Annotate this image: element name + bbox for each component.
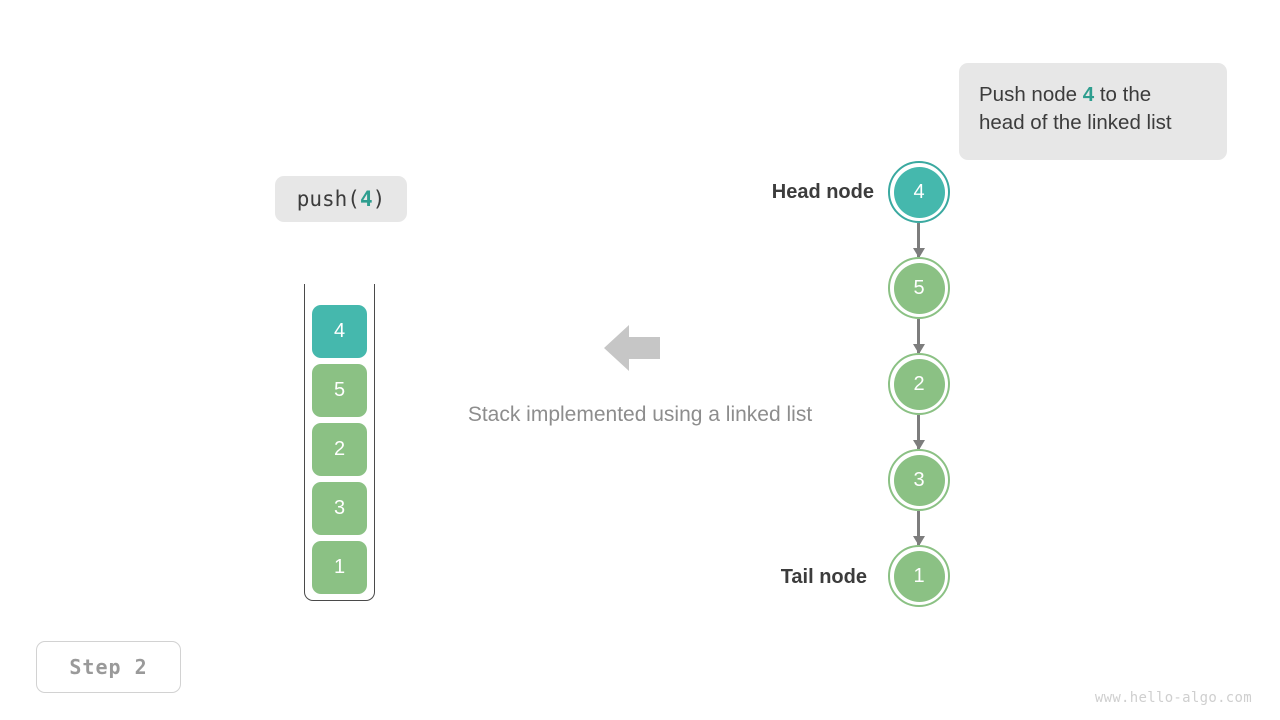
description-line-2: head of the linked list — [979, 111, 1172, 134]
stack-cell-value: 2 — [333, 438, 346, 460]
arrow-head — [913, 440, 925, 450]
arrow-shaft — [917, 511, 921, 545]
arrow-shaft — [917, 223, 921, 257]
arrow-head — [913, 248, 925, 258]
stack-container-outline — [304, 284, 375, 601]
operation-open-paren: ( — [347, 187, 360, 211]
step-badge-label: Step 2 — [69, 655, 148, 679]
linked-list-node: 3 — [888, 449, 950, 511]
stack-cell-list: 4 5 2 3 1 — [312, 305, 367, 594]
arrow-shaft — [917, 415, 921, 449]
tail-node-label: Tail node — [780, 566, 867, 588]
linked-list-arrow-icon — [913, 223, 925, 258]
left-arrow-icon — [604, 325, 660, 371]
stack-cell-value: 5 — [333, 379, 346, 401]
stack-cell: 1 — [312, 541, 367, 594]
description-value: 4 — [1082, 83, 1095, 106]
stack-caption-text: Stack implemented using a linked list — [467, 403, 813, 426]
linked-list-arrow-icon — [913, 415, 925, 450]
operation-argument: 4 — [359, 187, 373, 211]
arrow-shaft — [917, 319, 921, 353]
arrow-head — [913, 536, 925, 546]
linked-list-node-value: 3 — [893, 454, 945, 506]
linked-list-node: 5 — [888, 257, 950, 319]
linked-list-arrow-icon — [913, 511, 925, 546]
linked-list-node-value: 4 — [893, 166, 945, 218]
stack-cell: 3 — [312, 482, 367, 535]
linked-list-column: 4 5 2 3 1 — [888, 161, 950, 609]
description-suffix: to the — [1094, 83, 1152, 106]
linked-list-node-value: 5 — [893, 262, 945, 314]
stack-cell: 2 — [312, 423, 367, 476]
linked-list-node-value: 1 — [893, 550, 945, 602]
head-node-label: Head node — [771, 181, 874, 203]
operation-close-paren: ) — [372, 187, 386, 211]
linked-list-node: 2 — [888, 353, 950, 415]
linked-list-node: 1 — [888, 545, 950, 607]
description-callout: Push node 4 to the head of the linked li… — [959, 63, 1227, 160]
stack-cell-value: 3 — [333, 497, 346, 519]
linked-list-arrow-icon — [913, 319, 925, 354]
linked-list-node-value: 2 — [893, 358, 945, 410]
stack-caption: Stack implemented using a linked list — [0, 403, 1280, 427]
description-line-1: Push node 4 to the — [979, 81, 1207, 109]
stack-cell-value: 1 — [333, 556, 346, 578]
stack-cell: 4 — [312, 305, 367, 358]
description-prefix: Push node — [979, 83, 1083, 106]
linked-list-node: 4 — [888, 161, 950, 223]
arrow-head — [913, 344, 925, 354]
step-badge: Step 2 — [36, 641, 181, 693]
stack-cell-value: 4 — [333, 320, 346, 342]
operation-label-box: push(4) — [275, 176, 407, 222]
operation-label-text: push(4) — [297, 187, 386, 211]
operation-name: push — [296, 187, 348, 211]
stack-cell: 5 — [312, 364, 367, 417]
watermark: www.hello-algo.com — [1094, 690, 1252, 706]
